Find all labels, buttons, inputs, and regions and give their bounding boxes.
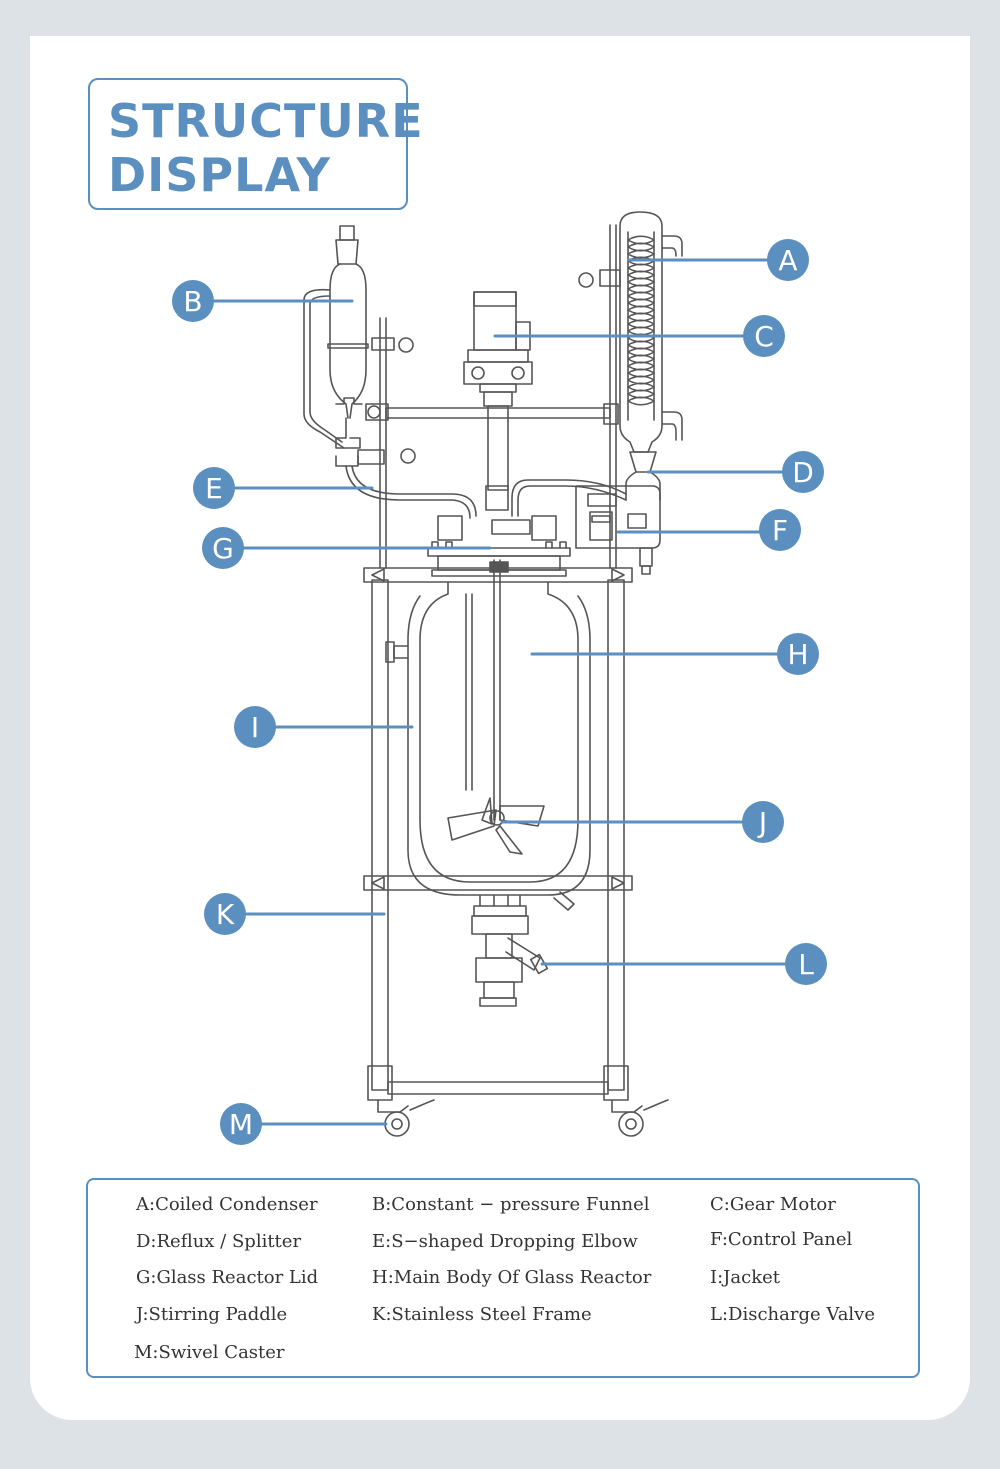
- callout-d: D: [782, 451, 824, 493]
- funnel-clamps: [357, 269, 621, 465]
- swivel-caster-left: [377, 1099, 435, 1137]
- svg-text:G: G: [212, 532, 234, 565]
- svg-text:L: L: [798, 948, 814, 981]
- main-glass-reactor-body: [419, 581, 579, 883]
- stainless-steel-frame: [363, 224, 633, 1101]
- swivel-caster-right: [611, 1099, 669, 1137]
- svg-text:M: M: [229, 1108, 253, 1141]
- callout-h: H: [777, 633, 819, 675]
- callout-k: K: [204, 893, 246, 935]
- svg-text:B: B: [183, 285, 202, 318]
- constant-pressure-funnel: [303, 225, 369, 467]
- callout-c: C: [743, 315, 785, 357]
- reactor-diagram: A B C D E F G H I J K L M: [172, 211, 827, 1145]
- callout-g: G: [202, 527, 244, 569]
- svg-text:E: E: [205, 472, 223, 505]
- discharge-valve: [471, 895, 549, 1007]
- coiled-condenser: [619, 211, 683, 453]
- svg-text:K: K: [216, 898, 235, 931]
- legend-item-f: F:Control Panel: [710, 1229, 853, 1250]
- control-panel: [575, 485, 661, 575]
- legend-item-m: M:Swivel Caster: [134, 1342, 285, 1363]
- svg-text:A: A: [778, 244, 797, 277]
- title-line-2: DISPLAY: [108, 148, 331, 202]
- callout-a: A: [767, 239, 809, 281]
- title-box: STRUCTURE DISPLAY: [88, 78, 423, 210]
- jacket: [385, 595, 591, 911]
- legend-box: A:Coiled Condenser B:Constant − pressure…: [86, 1178, 920, 1378]
- callout-i: I: [234, 706, 276, 748]
- stirring-paddle: [447, 559, 545, 855]
- callout-f: F: [759, 509, 801, 551]
- svg-text:C: C: [754, 320, 774, 353]
- legend-item-k: K:Stainless Steel Frame: [372, 1304, 592, 1325]
- legend-item-l: L:Discharge Valve: [710, 1304, 876, 1325]
- gear-motor: [463, 291, 533, 511]
- callout-l: L: [785, 943, 827, 985]
- svg-text:I: I: [251, 711, 259, 744]
- legend-item-a: A:Coiled Condenser: [136, 1194, 318, 1215]
- callout-b: B: [172, 280, 214, 322]
- legend-item-c: C:Gear Motor: [710, 1194, 836, 1215]
- legend-item-e: E:S−shaped Dropping Elbow: [372, 1231, 638, 1252]
- glass-reactor-lid: [427, 515, 571, 577]
- legend-item-d: D:Reflux / Splitter: [136, 1231, 302, 1252]
- s-shaped-dropping-elbow: [345, 465, 477, 519]
- legend-item-j: J:Stirring Paddle: [136, 1304, 288, 1325]
- svg-text:F: F: [772, 514, 788, 547]
- svg-text:J: J: [757, 806, 767, 839]
- title-line-1: STRUCTURE: [108, 94, 424, 148]
- callout-m: M: [220, 1103, 262, 1145]
- legend-item-g: G:Glass Reactor Lid: [136, 1267, 319, 1288]
- legend-item-h: H:Main Body Of Glass Reactor: [372, 1267, 652, 1288]
- callout-j: J: [742, 801, 784, 843]
- legend-item-b: B:Constant − pressure Funnel: [372, 1194, 650, 1215]
- svg-text:D: D: [792, 456, 814, 489]
- reflux-splitter: [511, 451, 661, 517]
- legend-item-i: I:Jacket: [710, 1267, 780, 1288]
- svg-text:H: H: [787, 638, 808, 671]
- callout-e: E: [193, 467, 235, 509]
